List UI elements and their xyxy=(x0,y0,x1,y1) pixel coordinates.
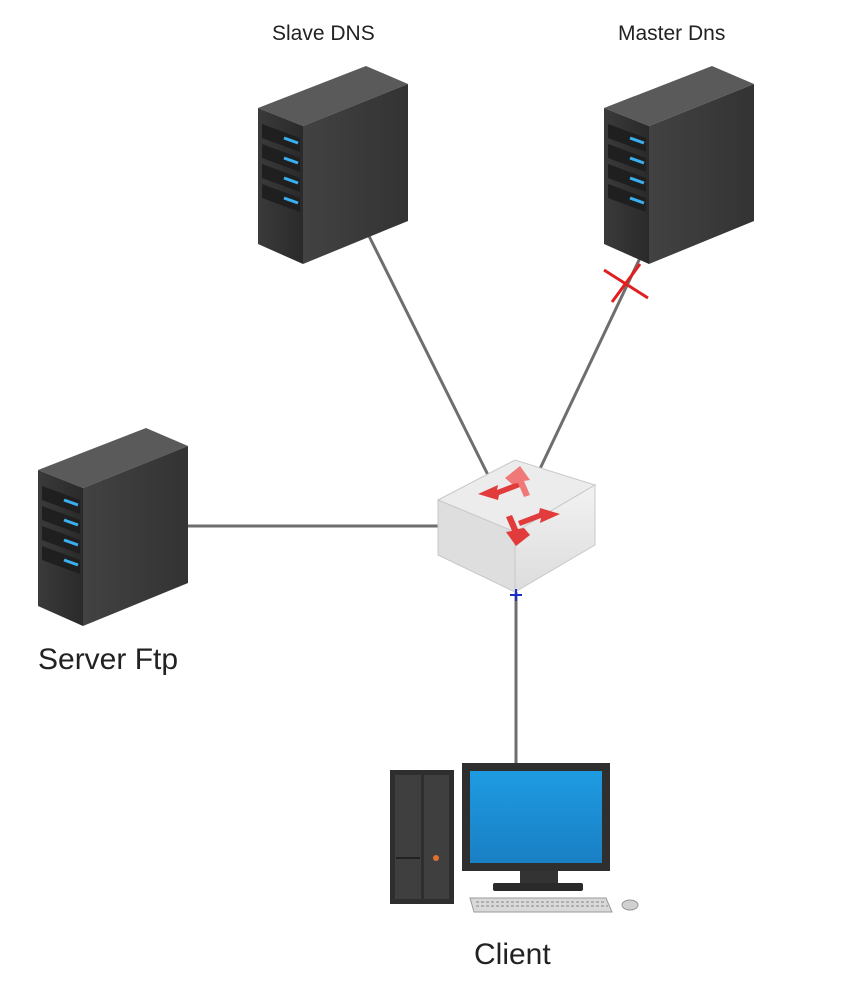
server-ftp-label: Server Ftp xyxy=(38,643,179,676)
server-ftp-server-icon xyxy=(36,426,190,628)
client-label: Client xyxy=(474,938,551,971)
master-dns-server-icon xyxy=(602,64,756,266)
desktop-computer-icon xyxy=(390,763,639,913)
master-dns-label: Master Dns xyxy=(618,22,726,45)
link-master-switch xyxy=(536,257,642,474)
connector-point-icon xyxy=(510,589,522,601)
network-switch-icon xyxy=(436,459,597,593)
broken-link-icon xyxy=(603,263,649,303)
link-slave-switch xyxy=(363,227,490,476)
slave-dns-label: Slave DNS xyxy=(272,22,375,45)
slave-dns-server-icon xyxy=(256,64,410,266)
